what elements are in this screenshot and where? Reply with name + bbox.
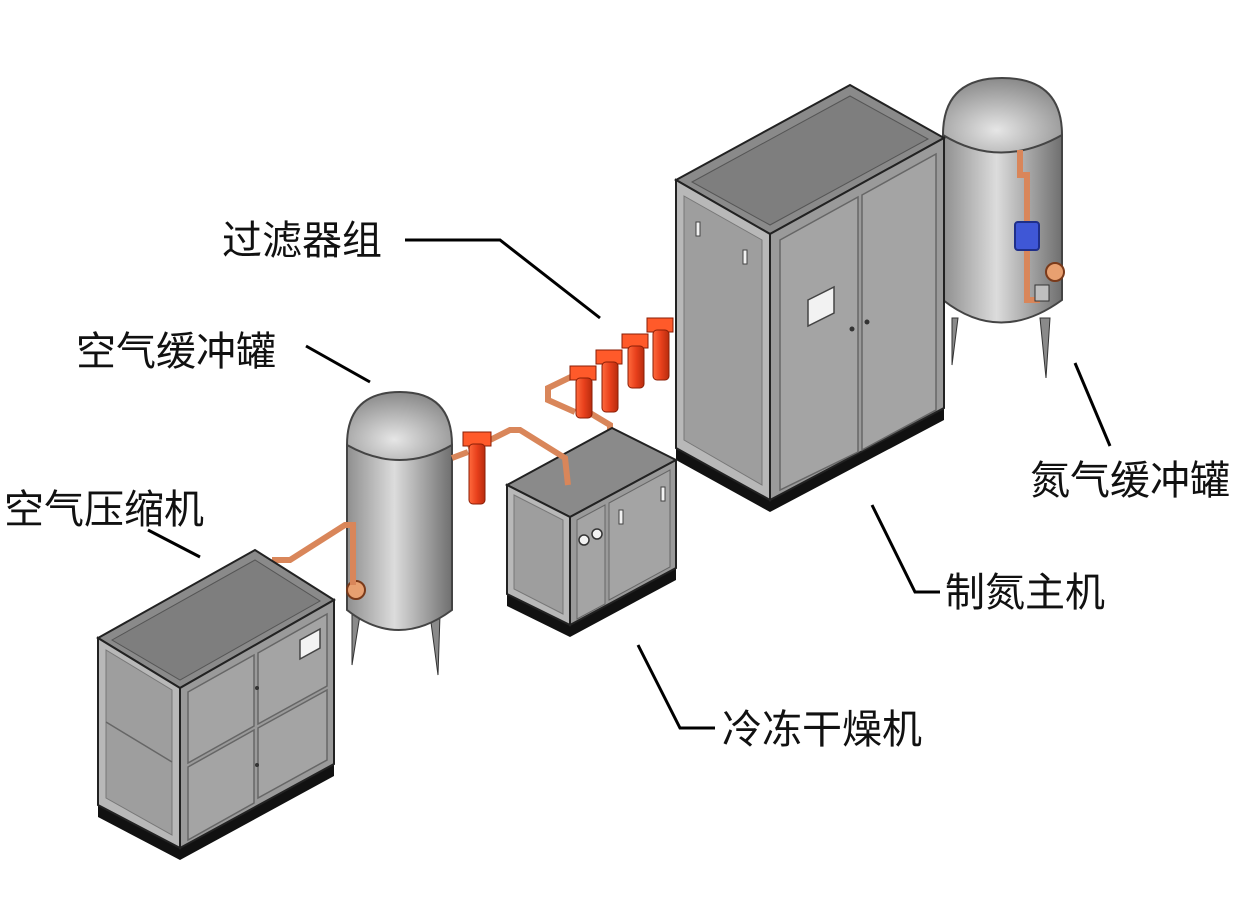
tank-leg bbox=[429, 614, 441, 676]
door-handle-icon bbox=[849, 326, 855, 332]
nameplate bbox=[807, 285, 835, 328]
refrigerated-dryer bbox=[466, 426, 679, 637]
compressor-panel-bl bbox=[187, 728, 255, 842]
panel-latch-icon bbox=[255, 763, 259, 767]
valve-icon bbox=[1014, 221, 1040, 251]
panel-latch-icon bbox=[255, 686, 259, 690]
label-refrigerated-dryer: 冷冻干燥机 bbox=[722, 707, 922, 753]
compressor-top-inner bbox=[110, 559, 321, 681]
filter-unit bbox=[595, 349, 623, 413]
filter-unit bbox=[621, 333, 649, 389]
tank-body bbox=[346, 444, 453, 631]
label-nitrogen-buffer-tank: 氮气缓冲罐 bbox=[1030, 458, 1230, 504]
tank-body bbox=[942, 134, 1063, 324]
dryer-side-panel bbox=[513, 494, 564, 615]
leader-line-filter-group bbox=[405, 238, 601, 320]
compressor-panel-tl bbox=[187, 653, 255, 765]
dryer-panel-left bbox=[576, 504, 606, 620]
air-compressor bbox=[96, 548, 336, 860]
dryer-vent-icon bbox=[660, 486, 666, 502]
tank-dome bbox=[345, 390, 454, 461]
tank-outlet-pipe bbox=[450, 449, 470, 461]
tank-leg bbox=[951, 317, 959, 366]
label-nitrogen-generator: 制氮主机 bbox=[945, 570, 1105, 616]
pressure-gauge-icon bbox=[1045, 262, 1065, 282]
dryer-panel-right bbox=[608, 469, 671, 601]
side-vent-icon bbox=[742, 249, 748, 265]
air-buffer-tank bbox=[345, 390, 470, 676]
cabinet-top-inner bbox=[690, 95, 930, 226]
side-vent-icon bbox=[695, 221, 701, 237]
leader-line-nitrogen-buffer-tank bbox=[1073, 362, 1112, 447]
nitrogen-generator bbox=[673, 83, 947, 512]
filter-group bbox=[545, 317, 674, 455]
tank-leg bbox=[351, 614, 361, 666]
label-filter-group: 过滤器组 bbox=[222, 218, 382, 264]
indicator-light-icon bbox=[591, 528, 603, 540]
indicator-light-icon bbox=[578, 534, 590, 546]
nitrogen-buffer-tank bbox=[941, 76, 1065, 379]
tank-dome bbox=[941, 76, 1064, 154]
cabinet-door-left bbox=[779, 195, 859, 492]
leader-line-air-buffer-tank bbox=[305, 344, 371, 384]
flange-icon bbox=[1034, 284, 1050, 302]
compressor-side-seam bbox=[105, 721, 173, 763]
dryer-vent-icon bbox=[618, 509, 624, 525]
tank-leg bbox=[1039, 317, 1051, 379]
filter-unit bbox=[646, 317, 674, 381]
label-air-buffer-tank: 空气缓冲罐 bbox=[76, 329, 276, 375]
compressor-nameplate bbox=[299, 627, 321, 661]
cabinet-door-right bbox=[861, 152, 937, 452]
cabinet-side-panel bbox=[683, 195, 763, 486]
compressor-panel-br bbox=[257, 688, 328, 800]
leader-line-nitrogen-generator bbox=[870, 504, 940, 594]
outlet-pipe bbox=[1017, 150, 1040, 303]
filter-unit bbox=[569, 365, 597, 419]
compressor-outlet-pipe bbox=[272, 522, 356, 585]
pre-filter-unit bbox=[462, 431, 492, 505]
leader-line-refrigerated-dryer bbox=[636, 644, 715, 730]
label-air-compressor: 空气压缩机 bbox=[4, 487, 204, 533]
leader-line-air-compressor bbox=[147, 528, 201, 559]
dryer-base bbox=[507, 568, 676, 637]
door-handle-icon bbox=[864, 319, 870, 325]
